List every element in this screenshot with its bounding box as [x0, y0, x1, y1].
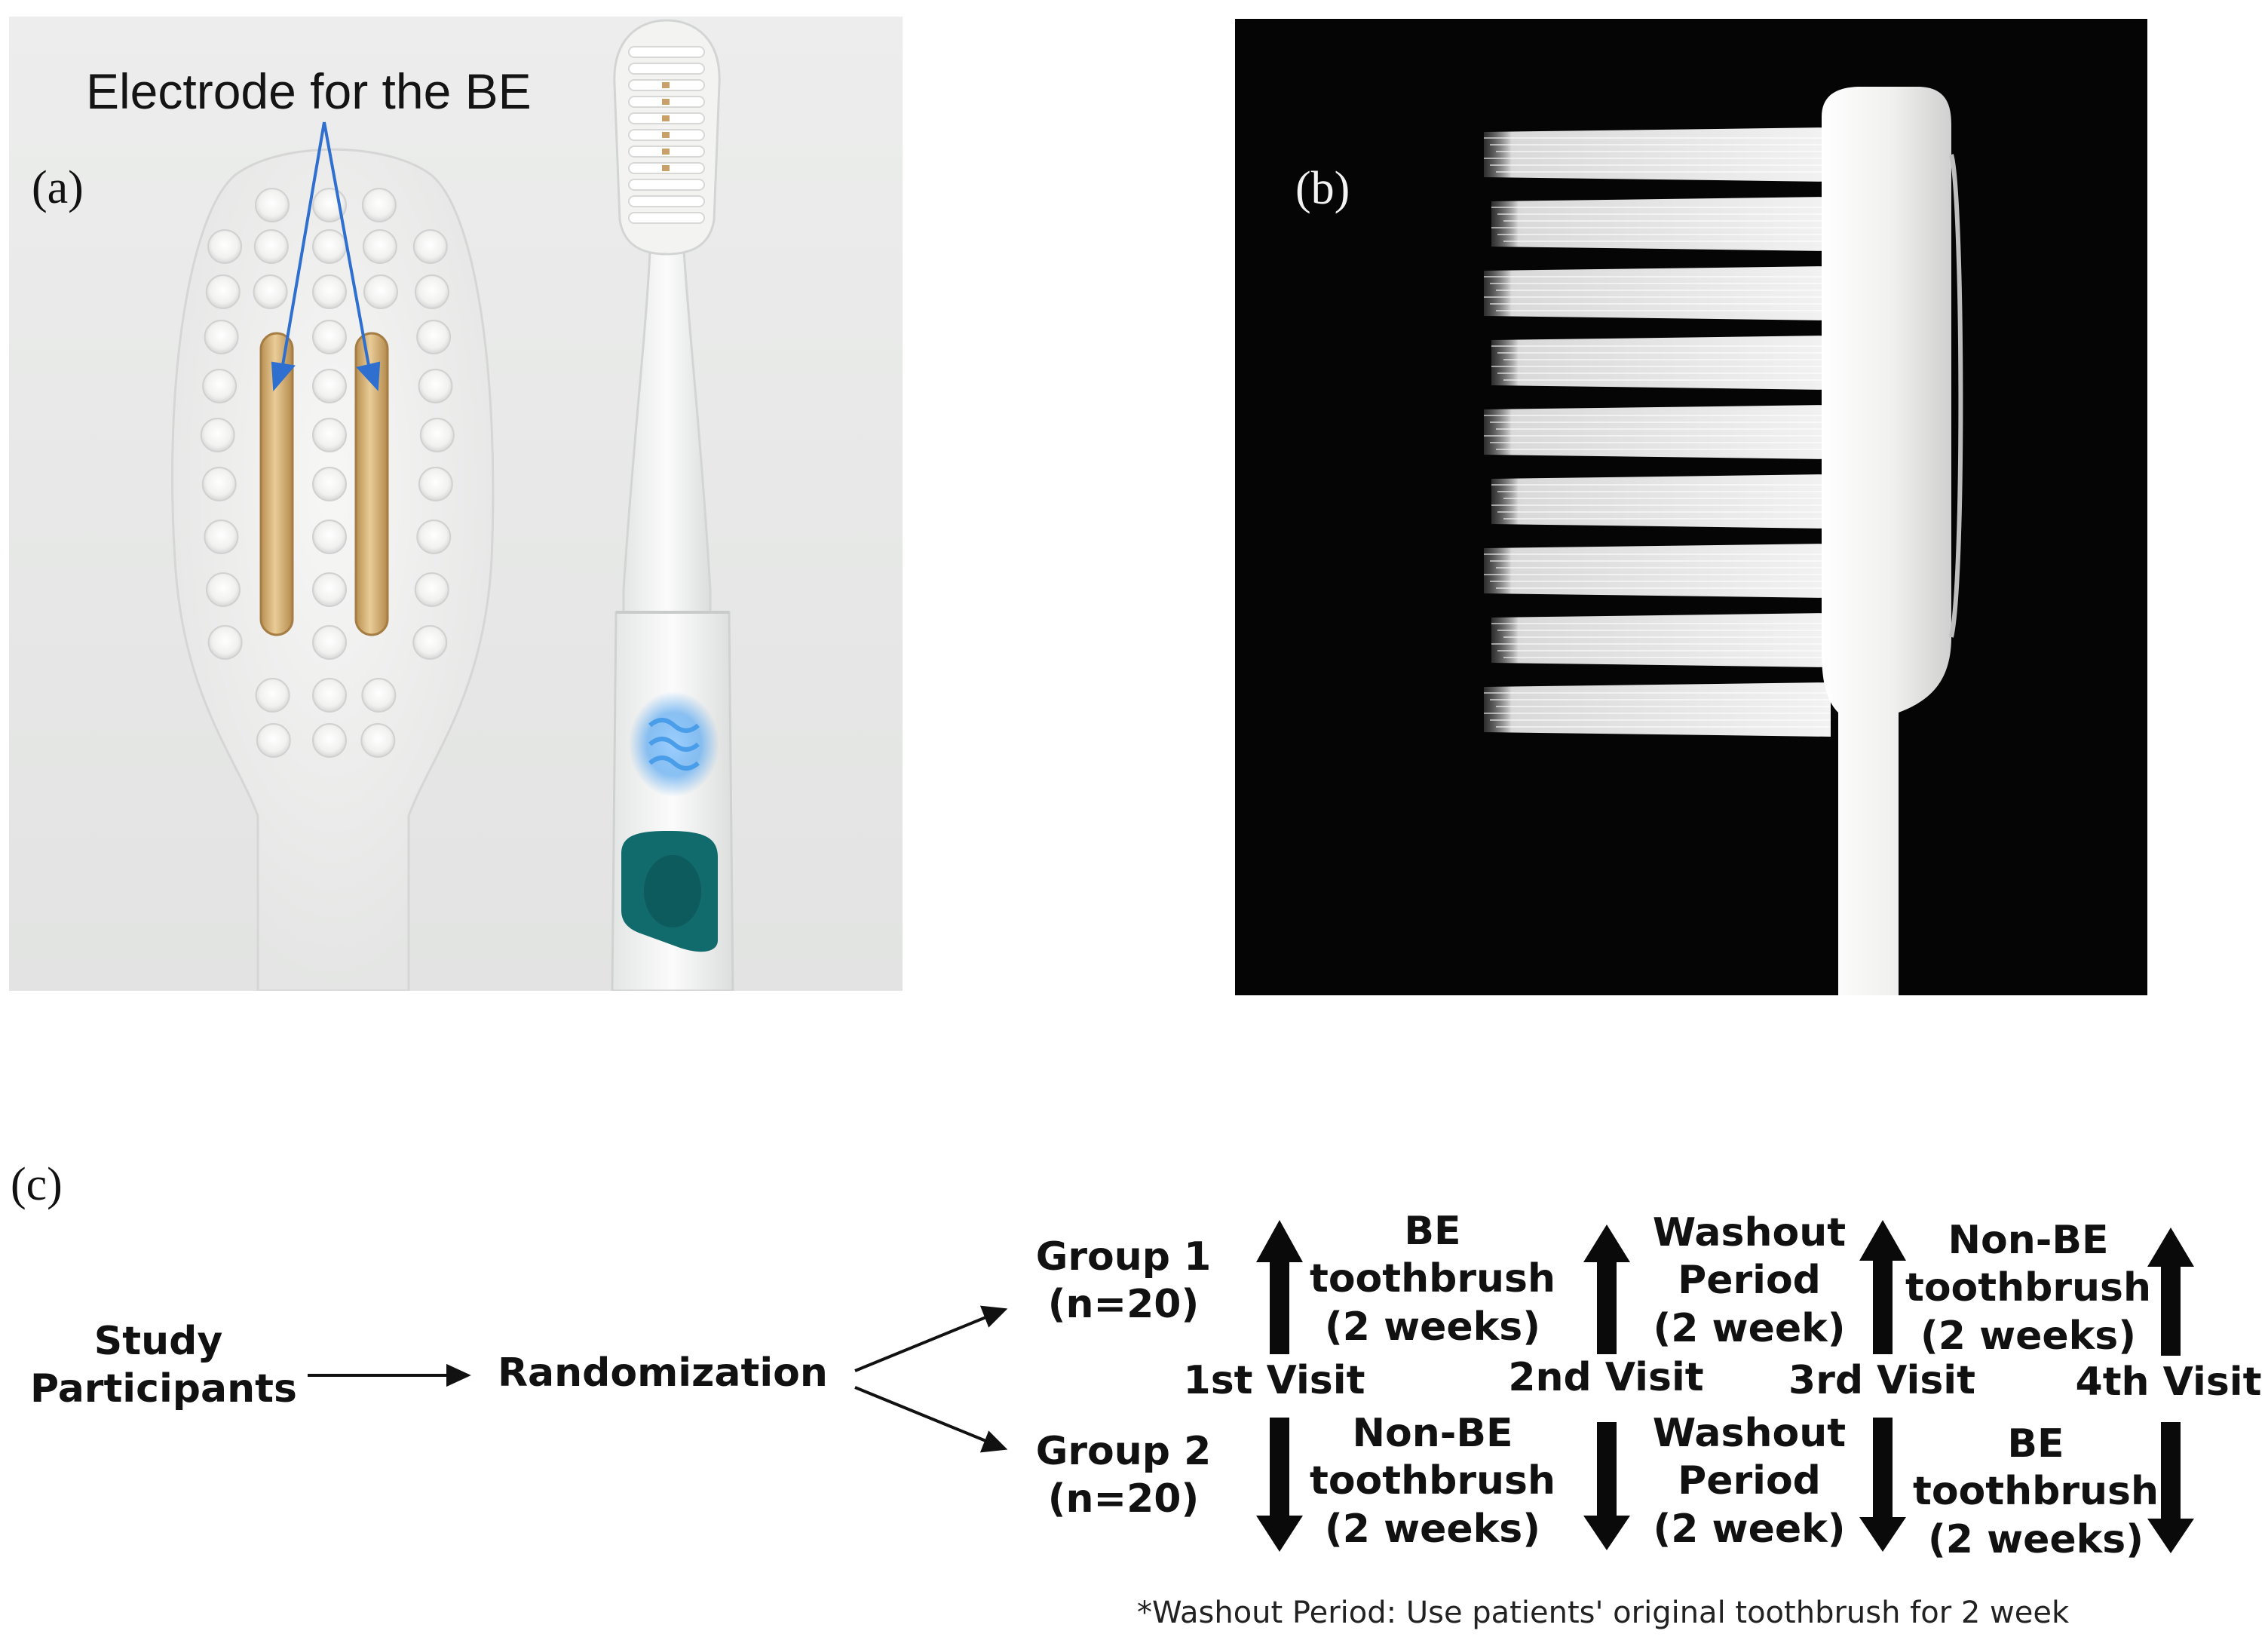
- bristle-tuft: [201, 467, 237, 501]
- arrow-to-group-2: [854, 1386, 1008, 1453]
- group-1-period-1: BE toothbrush (2 weeks): [1309, 1209, 1556, 1350]
- group-1-period-2: Washout Period (2 week): [1652, 1210, 1847, 1351]
- bristle-tuft: [416, 520, 452, 554]
- bristle-tuft: [204, 520, 239, 554]
- small-bristle-row: [628, 195, 705, 207]
- small-electrode-dot: [662, 115, 670, 121]
- bristle-tuft: [312, 274, 347, 309]
- visit-4-label: 4th Visit: [2075, 1359, 2262, 1405]
- bristle-tuft: [416, 320, 452, 354]
- bristle-tuft: [412, 229, 448, 264]
- bristle-tuft-side: [1484, 266, 1831, 320]
- bristle-tuft-side: [1491, 474, 1831, 529]
- bristle-tuft: [254, 188, 290, 222]
- electrode-right: [354, 332, 389, 636]
- bristle-tuft: [361, 188, 397, 222]
- bristle-tuft: [256, 723, 291, 758]
- toothbrush-head-side: [1822, 87, 1951, 995]
- arrow-to-group-1: [854, 1305, 1008, 1372]
- electrode-callout-label: Electrode for the BE: [86, 63, 532, 119]
- panel-c-label: (c): [11, 1159, 63, 1210]
- bristle-tuft-side: [1491, 336, 1831, 390]
- visit-1-label: 1st Visit: [1183, 1358, 1365, 1403]
- bristle-tuft: [253, 274, 288, 309]
- bristle-tuft: [207, 229, 243, 264]
- bristle-tuft: [418, 467, 453, 501]
- panel-b-label: (b): [1295, 163, 1350, 214]
- bristle-tuft: [204, 320, 239, 354]
- bristle-tuft-side: [1491, 613, 1831, 667]
- visit-3-label: 3rd Visit: [1788, 1358, 1975, 1403]
- bristle-tuft: [312, 229, 347, 264]
- bristle-tuft: [362, 229, 397, 264]
- panel-b-photo: (b): [1235, 19, 2147, 995]
- randomization-label: Randomization: [498, 1350, 828, 1396]
- bristle-tuft-side: [1484, 682, 1831, 737]
- bristle-tuft: [360, 723, 396, 758]
- bristle-tuft-side: [1484, 127, 1831, 182]
- bristle-tuft: [414, 572, 449, 607]
- bristle-tuft: [200, 418, 235, 452]
- small-electrode-dot: [662, 165, 670, 171]
- group-2-period-2: Washout Period (2 week): [1652, 1411, 1847, 1552]
- bristle-tuft: [312, 320, 347, 354]
- group-2-label: Group 2 (n=20): [1035, 1429, 1212, 1522]
- bristle-tuft: [312, 520, 347, 554]
- bristle-tuft: [414, 274, 449, 309]
- group-1-period-3: Non-BE toothbrush (2 weeks): [1905, 1218, 2152, 1359]
- bristle-tuft: [363, 274, 398, 309]
- bristle-tuft: [312, 625, 347, 660]
- bristle-tuft: [206, 572, 241, 607]
- panel-a-photo: (a) Electrode for the BE: [9, 17, 903, 991]
- small-bristle-row: [628, 63, 705, 75]
- bristle-tuft: [202, 369, 238, 403]
- bristle-tuft-side: [1484, 544, 1831, 598]
- arrow-participants-to-randomization: [308, 1363, 471, 1387]
- panel-a-label: (a): [32, 162, 84, 213]
- small-bristle-rows: [628, 46, 705, 224]
- small-bristle-row: [628, 179, 705, 191]
- small-bristle-row: [628, 212, 705, 224]
- bristle-tuft: [312, 369, 347, 403]
- bristle-tuft: [312, 418, 347, 452]
- study-participants-label: Study Participants: [30, 1319, 297, 1412]
- up-arrow-visit-1: [1256, 1220, 1303, 1354]
- bristle-tuft: [361, 678, 397, 713]
- side-bristle-tufts: [1484, 127, 1831, 737]
- bristle-tuft: [419, 418, 455, 452]
- bristle-tuft-side: [1484, 405, 1831, 459]
- bristle-tuft: [312, 467, 347, 501]
- electric-toothbrush: [611, 19, 734, 991]
- small-electrode-dot: [662, 132, 670, 138]
- down-arrow-visit-1: [1256, 1418, 1303, 1552]
- toothbrush-head-illustration: [171, 19, 734, 991]
- bristle-tuft: [312, 678, 347, 713]
- electrode-callout-arrows: [271, 121, 381, 392]
- bristle-tuft: [418, 369, 453, 403]
- bristle-tuft: [412, 625, 448, 660]
- group-2-period-3: BE toothbrush (2 weeks): [1912, 1421, 2159, 1562]
- small-electrode-dot: [662, 82, 670, 88]
- visit-2-label: 2nd Visit: [1508, 1355, 1704, 1400]
- bristle-tuft: [312, 572, 347, 607]
- group-1-label: Group 1 (n=20): [1035, 1234, 1212, 1328]
- bristle-tuft: [205, 274, 241, 309]
- large-brush-head: [171, 148, 495, 991]
- small-bristle-row: [628, 46, 705, 58]
- small-electrode-dot: [662, 149, 670, 155]
- bristle-tuft-side: [1491, 197, 1831, 251]
- bristle-side-view: [1484, 87, 1963, 995]
- bristle-tufts: [200, 188, 455, 758]
- bristle-tuft: [312, 723, 347, 758]
- bristle-tuft: [207, 625, 243, 660]
- small-electrode-dot: [662, 99, 670, 105]
- electrode-left: [259, 332, 294, 636]
- washout-footnote: *Washout Period: Use patients' original …: [1137, 1595, 2070, 1630]
- bristle-tuft: [255, 678, 290, 713]
- group-2-period-1: Non-BE toothbrush (2 weeks): [1309, 1411, 1556, 1552]
- bristle-tuft: [253, 229, 289, 264]
